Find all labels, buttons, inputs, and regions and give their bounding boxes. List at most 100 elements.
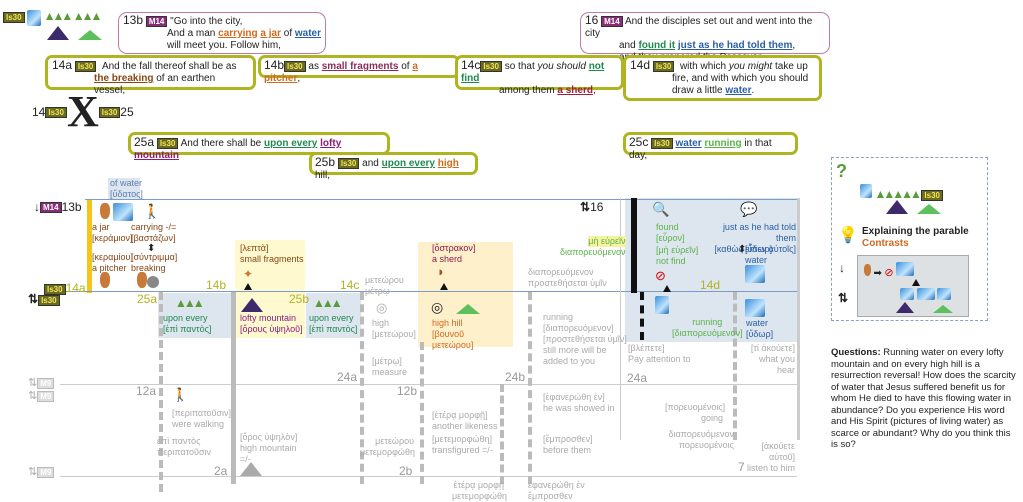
keyword-the-breaking: the breaking: [94, 73, 154, 84]
isaiah-badge: Is30: [3, 12, 25, 24]
gloss-line: [σύντριμμα]: [131, 252, 178, 262]
verse-text: "Go into the city,: [170, 16, 243, 27]
gloss-measure: [μέτρῳ]measure: [372, 356, 407, 378]
verse-ref: 25b: [289, 292, 310, 306]
keyword-small-fragments: small fragments: [321, 61, 399, 72]
verse-text: fire, and with which you should: [672, 73, 809, 84]
verse-text: and: [362, 158, 382, 169]
gloss-water-top: [ὕδωρ]water: [745, 244, 772, 266]
gloss-line: μετεμορφώθη: [360, 447, 415, 457]
verse-ref: 24a: [627, 371, 648, 385]
arrow-up-icon: [663, 284, 671, 294]
keyword-carrying: carrying: [218, 28, 258, 39]
waterfall-icon: [900, 288, 914, 300]
verse-text: hill,: [315, 170, 331, 181]
questions-block: Questions: Running water on every lofty …: [831, 347, 1019, 451]
verse-ref: 14a: [52, 58, 73, 72]
row-label-m9-bottom: ⇅M9: [28, 465, 55, 479]
gloss-line: διαπορευόμενον: [560, 247, 626, 257]
mountains-icon: ▲▲▲▲▲: [874, 187, 922, 201]
lofty-mountain-icon: [886, 200, 908, 216]
contrast-bottom-row: [900, 288, 952, 302]
verse-text: in that day,: [629, 138, 772, 161]
gloss-line: ἑτέρᾳ μορφῇ: [453, 480, 504, 490]
gloss-line: [βουνοῦ: [432, 329, 465, 339]
arrow-up-icon: [244, 282, 252, 292]
waterfall-icon: [937, 288, 952, 300]
verse-text: of an earthen vessel,: [94, 73, 216, 96]
found-icon: 🔍: [652, 201, 670, 217]
gloss-line: lofty mountain: [240, 313, 297, 323]
down-arrow-icon: ↓: [839, 261, 845, 275]
gloss-line: still more will be: [543, 345, 607, 355]
sidebar-panel: ? ▲▲▲▲▲ Is30 💡 Explaining the parable Co…: [831, 157, 988, 321]
gloss-line: [ὕδωρ]: [746, 329, 774, 339]
verse-text: And the disciples set out and went into …: [585, 16, 813, 39]
gloss-line: περιπατοῦσιν: [157, 447, 212, 457]
cross-symbol: X: [66, 87, 99, 136]
divider-thin: [620, 198, 621, 440]
gloss-line: [καθὼς εἶπεν αὐτοῖς]: [714, 244, 796, 254]
keyword-just-as: just as he had told them: [677, 40, 793, 51]
gloss-transfigured: [μετεμορφώθη]transfigured =/-: [432, 434, 493, 456]
gloss-line: just as he had told them: [722, 222, 796, 243]
water-splash-icon: [113, 203, 133, 223]
isaiah-badge: Is30: [921, 190, 943, 202]
header-icon-group: Is30 ▲▲▲ ▲▲▲: [3, 9, 103, 26]
questions-text: Running water on every lofty mountain an…: [831, 347, 1016, 450]
verse-ref: 25a: [134, 135, 155, 149]
gloss-line: found: [656, 222, 679, 232]
verse-ref: 16: [585, 13, 599, 27]
gloss-line: διαπορευόμενον: [528, 267, 594, 277]
swap-arrows-icon: ⇅: [838, 291, 849, 305]
verse-ref: 14: [32, 105, 46, 119]
waterfall-icon: [860, 184, 872, 198]
gloss-line: [μὴ εὑρεῖν]: [656, 245, 699, 255]
gloss-line: he was showed in: [543, 403, 615, 413]
high-hill-icon: [933, 305, 953, 315]
high-hill-icon: [456, 304, 480, 316]
verse-text: take up: [772, 61, 808, 72]
divider-black: [631, 198, 637, 293]
keyword-lofty-mountain: lofty mountain: [134, 138, 342, 161]
keyword-high: high: [437, 158, 459, 169]
mountains-icon: ▲▲▲: [43, 9, 74, 23]
gloss-sherd: [ὄστρακον]a sherd: [432, 243, 475, 265]
sidebar-heading: Explaining the parable Contrasts: [862, 226, 969, 250]
gloss-line: [κεράμιον]: [92, 233, 133, 243]
high-hill-icon: [78, 30, 102, 42]
gloss-line: a sherd: [432, 254, 463, 264]
gloss-line: [διαπορευόμενον]: [543, 323, 614, 333]
water-splash-icon: [896, 262, 915, 276]
speech-icon: 💬: [740, 201, 758, 217]
gloss-line: carrying -/=: [131, 222, 177, 232]
keyword-not-find: not find: [461, 61, 605, 84]
verse-ref: 24b: [505, 370, 526, 384]
gloss-listen: [ἀκούετε αὐτοῦ]listen to him: [735, 441, 795, 474]
keyword-found-it: found it: [638, 40, 676, 51]
panel-16-block: [625, 198, 797, 342]
gloss-high: high[μετεώρου]: [372, 318, 416, 340]
mountains-icon-2: ▲▲▲: [72, 9, 103, 23]
row-line-14a: [60, 291, 797, 292]
gloss-line: high hill: [432, 318, 463, 328]
keyword-upon-every: upon every: [264, 138, 318, 149]
mark-badge: M14: [40, 202, 62, 214]
gloss-line: running: [543, 312, 574, 322]
gloss-of-water: of water[ὕδατος]: [110, 178, 143, 200]
gloss-line: [ἐπὶ παντὸς]: [163, 324, 212, 334]
gloss-line: transfigured =/-: [432, 445, 493, 455]
man-carrying-icon: 🚶: [143, 203, 161, 219]
gloss-another: [ἑτέρᾳ μορφῇ]another likeness: [432, 410, 498, 432]
divider-dashed: [500, 384, 504, 484]
row-label-25a: ⇅Is30: [28, 292, 60, 307]
row-line-m9-bottom: [60, 476, 797, 477]
gloss-line: going: [700, 413, 723, 423]
verse-text: And the fall thereof shall be as: [101, 61, 237, 72]
isaiah-badge: Is30: [38, 295, 60, 307]
